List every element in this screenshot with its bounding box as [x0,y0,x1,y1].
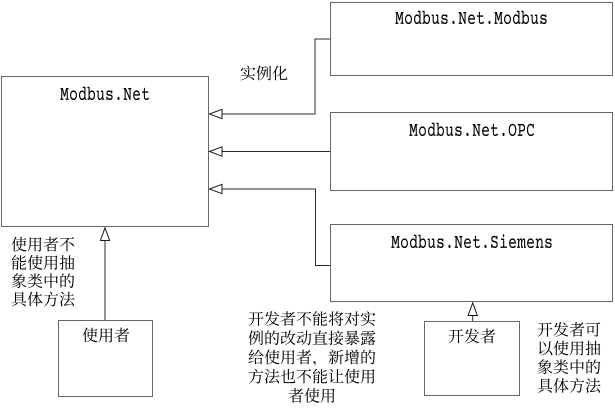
edge-modbus-to-modbusnet [222,38,330,115]
arrowhead-opc-to-modbusnet [208,146,223,157]
class-box-modbus-net-opc: Modbus.Net.OPC [330,112,613,191]
class-box-modbus-net-siemens: Modbus.Net.Siemens [330,224,613,302]
note-user-cannot-use: 使用者不 能使用抽 象类中的 具体方法 [11,235,75,309]
actor-box-developer: 开发者 [424,321,520,396]
edge-siemens-to-modbusnet [222,188,330,266]
class-box-modbus-net: Modbus.Net [1,76,209,227]
arrowhead-user-to-modbusnet [99,226,111,241]
arrowhead-siemens-to-modbusnet [208,183,223,195]
actor-box-user: 使用者 [58,320,153,397]
edge-label-instantiate: 实例化 [240,65,288,81]
note-developer-can-use: 开发者可 以使用抽 象类中的 具体方法 [537,320,601,395]
arrowhead-developer-to-siemens [467,301,479,316]
note-developer-must-not-expose: 开发者不能将对实 例的改动直接暴露 给使用者，新增的 方法也不能让使用 者使用 [248,309,376,405]
class-box-modbus-net-modbus: Modbus.Net.Modbus [330,2,613,76]
arrowhead-modbus-to-modbusnet [208,108,223,120]
